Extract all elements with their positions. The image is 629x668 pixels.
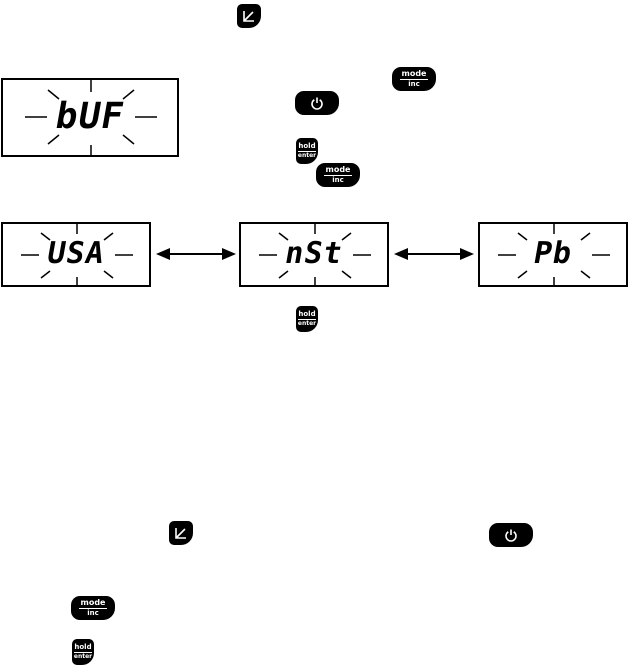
blink-rays-icon (21, 224, 133, 287)
lcd-display-option-1: USA (1, 222, 151, 287)
hold-enter-button-3[interactable]: hold enter (72, 639, 94, 665)
hold-label: hold (298, 142, 316, 152)
hold-label: hold (74, 643, 92, 653)
double-arrow-icon (394, 248, 474, 260)
blink-rays-icon (498, 224, 610, 287)
hold-enter-button-1[interactable]: hold enter (296, 138, 318, 164)
mode-inc-button-1[interactable]: mode inc (392, 67, 436, 91)
lcd-text-option-2: nSt (282, 235, 346, 271)
lcd-text-option-1: USA (44, 235, 108, 271)
inc-label: inc (87, 609, 99, 617)
lcd-text-main: bUF (52, 95, 128, 137)
inc-label: inc (408, 80, 420, 88)
power-icon (505, 529, 517, 542)
power-icon (311, 97, 323, 110)
lcd-text-option-3: Pb (530, 235, 576, 271)
hold-enter-button-2[interactable]: hold enter (296, 306, 318, 332)
blink-rays-icon (259, 224, 371, 287)
calibrate-button-bottom[interactable] (169, 521, 193, 545)
mode-label: mode (323, 165, 353, 176)
mode-label: mode (78, 598, 108, 609)
double-arrow-icon (156, 248, 236, 260)
lcd-display-option-3: Pb (478, 222, 628, 287)
hold-label: hold (298, 310, 316, 320)
calibrate-button-top[interactable] (237, 4, 261, 28)
calibrate-icon (243, 11, 254, 22)
enter-label: enter (73, 653, 93, 660)
power-button-2[interactable] (489, 523, 533, 547)
blink-rays-icon (25, 80, 157, 157)
calibrate-icon (175, 528, 186, 539)
enter-label: enter (297, 320, 317, 327)
lcd-display-option-2: nSt (239, 222, 389, 287)
lcd-display-main: bUF (1, 78, 179, 157)
enter-label: enter (297, 152, 317, 159)
inc-label: inc (332, 176, 344, 184)
mode-label: mode (399, 69, 429, 80)
mode-inc-button-3[interactable]: mode inc (71, 596, 115, 620)
mode-inc-button-2[interactable]: mode inc (316, 163, 360, 187)
power-button-1[interactable] (295, 91, 339, 115)
